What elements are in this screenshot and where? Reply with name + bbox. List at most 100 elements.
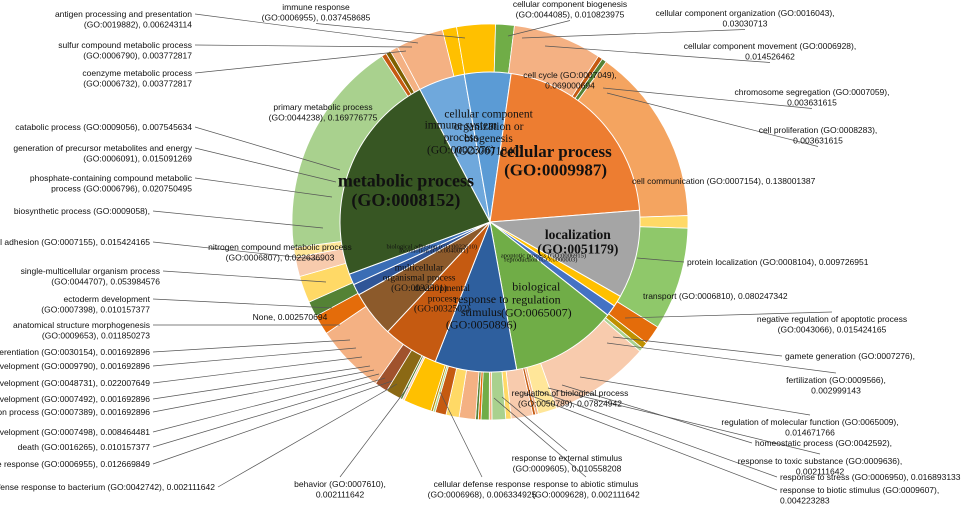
inner-slice-response-to-stimulus [434,220,518,373]
outer-label-11: ectoderm development(GO:0007398), 0.0101… [41,294,150,315]
inner-label-biological-adhesion: biological adhesion (GO:0022610) [386,243,477,250]
outer-label-17: endoderm development (GO:0007492), 0.001… [0,394,150,404]
outer-label-2: coenzyme metabolic process(GO:0006732), … [82,68,192,89]
leader-line-2 [194,50,407,74]
outer-label-28: cellular component movement (GO:0006928)… [684,41,856,62]
outer-label-22: defense response to bacterium (GO:004274… [0,482,215,492]
outer-label-25: immune response(GO:0006955), 0.037458685 [262,2,371,23]
outer-label-29: cell cycle (GO:0007049),0.069000694 [523,70,617,91]
leader-line-36 [612,336,783,357]
inner-label-metabolic-process: metabolic process(GO:0008152) [338,171,474,211]
outer-label-9: nitrogen compound metabolic process(GO:0… [208,242,352,263]
outer-label-36: gamete generation (GO:0007276), [785,351,915,361]
outer-label-34: transport (GO:0006810), 0.080247342 [643,291,788,301]
outer-label-42: response to stress (GO:0006950), 0.01689… [780,472,961,482]
leader-line-19 [152,373,380,433]
leader-line-20 [152,377,386,448]
outer-label-30: chromosome segregation (GO:0007059),0.00… [735,87,890,108]
outer-label-23: behavior (GO:0007610),0.002111642 [294,479,386,500]
outer-label-18: pattern specification process (GO:000738… [0,407,150,417]
leader-line-27 [521,29,746,39]
outer-slice-protein-localization-8 [637,215,689,229]
leader-line-39 [579,376,811,416]
leader-line-44 [501,396,568,452]
leader-line-30 [602,87,813,109]
inner-label-reproduction: reproduction (GO:0000003) [504,256,577,263]
leader-line-16 [152,356,363,384]
outer-label-35: negative regulation of apoptotic process… [757,314,907,335]
outer-label-40: homeostatic process (GO:0042592), [755,438,892,448]
leader-line-26 [507,20,571,37]
inner-label-cellular-process: cellular process(GO:0009987) [499,142,612,179]
outer-label-27: cellular component organization (GO:0016… [655,8,834,29]
leader-line-14 [152,339,351,353]
leader-line-42 [537,390,778,478]
leader-line-35 [624,311,833,319]
outer-label-7: biosynthetic process (GO:0009058), [14,206,150,216]
leader-line-37 [606,342,837,374]
inner-label-apoptotic-process: apoptotic process (GO:0006915) [501,253,586,260]
outer-label-37: fertilization (GO:0009566),0.002999143 [786,375,886,396]
outer-label-33: protein localization (GO:0008104), 0.009… [687,257,869,267]
leader-line-5 [194,147,337,183]
leader-line-6 [194,177,333,198]
leader-line-8 [152,241,324,261]
outer-label-14: cell differentiation (GO:0030154), 0.001… [0,347,150,357]
inner-ring [339,71,641,373]
outer-label-38: regulation of biological process(GO:0050… [512,388,629,409]
inner-label-locomotion: locomotion (GO:0040011) [399,248,468,255]
outer-label-19: mesoderm development (GO:0007498), 0.008… [0,427,150,437]
inner-slice-cellular-process [489,72,641,223]
leader-line-33 [636,257,685,263]
outer-label-10: single-multicellular organism process(GO… [21,266,161,287]
leader-lines [152,13,837,491]
outer-label-15: embryo development (GO:0009790), 0.00169… [0,361,150,371]
outer-label-5: generation of precursor metabolites and … [13,143,192,164]
leader-line-21 [152,380,393,465]
leader-line-23 [339,386,409,478]
leader-line-25 [315,23,466,39]
leader-line-4 [194,126,341,171]
outer-label-44: response to external stimulus(GO:0009605… [512,453,623,474]
leader-line-1 [194,44,413,48]
leader-line-41 [547,387,821,455]
leader-line-7 [152,210,324,229]
leader-line-10 [162,270,327,283]
leader-line-11 [152,298,333,309]
outer-label-43: response to biotic stimulus (GO:0009607)… [780,485,939,506]
outer-label-31: cell proliferation (GO:0008283),0.003631… [759,125,878,146]
leader-line-17 [152,365,371,400]
leader-line-22 [217,383,398,488]
leader-line-0 [194,13,419,44]
outer-label-45: response to abiotic stimulus(GO:0009628)… [532,479,640,500]
outer-label-0: antigen processing and presentation(GO:0… [55,9,192,30]
leader-line-24 [439,391,483,478]
inner-slice-metabolic-process [339,88,491,275]
leader-line-28 [544,45,771,63]
leader-line-18 [152,369,375,413]
outer-label-12: None, 0.002570694 [253,312,328,322]
inner-label-localization: localization(GO:0051179) [537,227,618,257]
leader-line-43 [523,392,778,491]
leader-line-31 [606,92,819,147]
inner-slice-localization [488,209,641,298]
outer-label-13: anatomical structure morphogenesis(GO:00… [13,320,150,341]
outer-label-1: sulfur compound metabolic process(GO:000… [58,40,192,61]
outer-label-20: death (GO:0016265), 0.010157377 [18,442,151,452]
outer-label-41: response to toxic substance (GO:0009636)… [738,456,902,477]
leader-line-40 [561,384,753,444]
outer-label-39: regulation of molecular function (GO:006… [721,417,898,438]
leader-line-15 [152,347,357,367]
outer-label-26: cellular component biogenesis(GO:0044085… [513,0,627,20]
outer-label-24: cellular defense response(GO:0006968), 0… [428,479,537,500]
